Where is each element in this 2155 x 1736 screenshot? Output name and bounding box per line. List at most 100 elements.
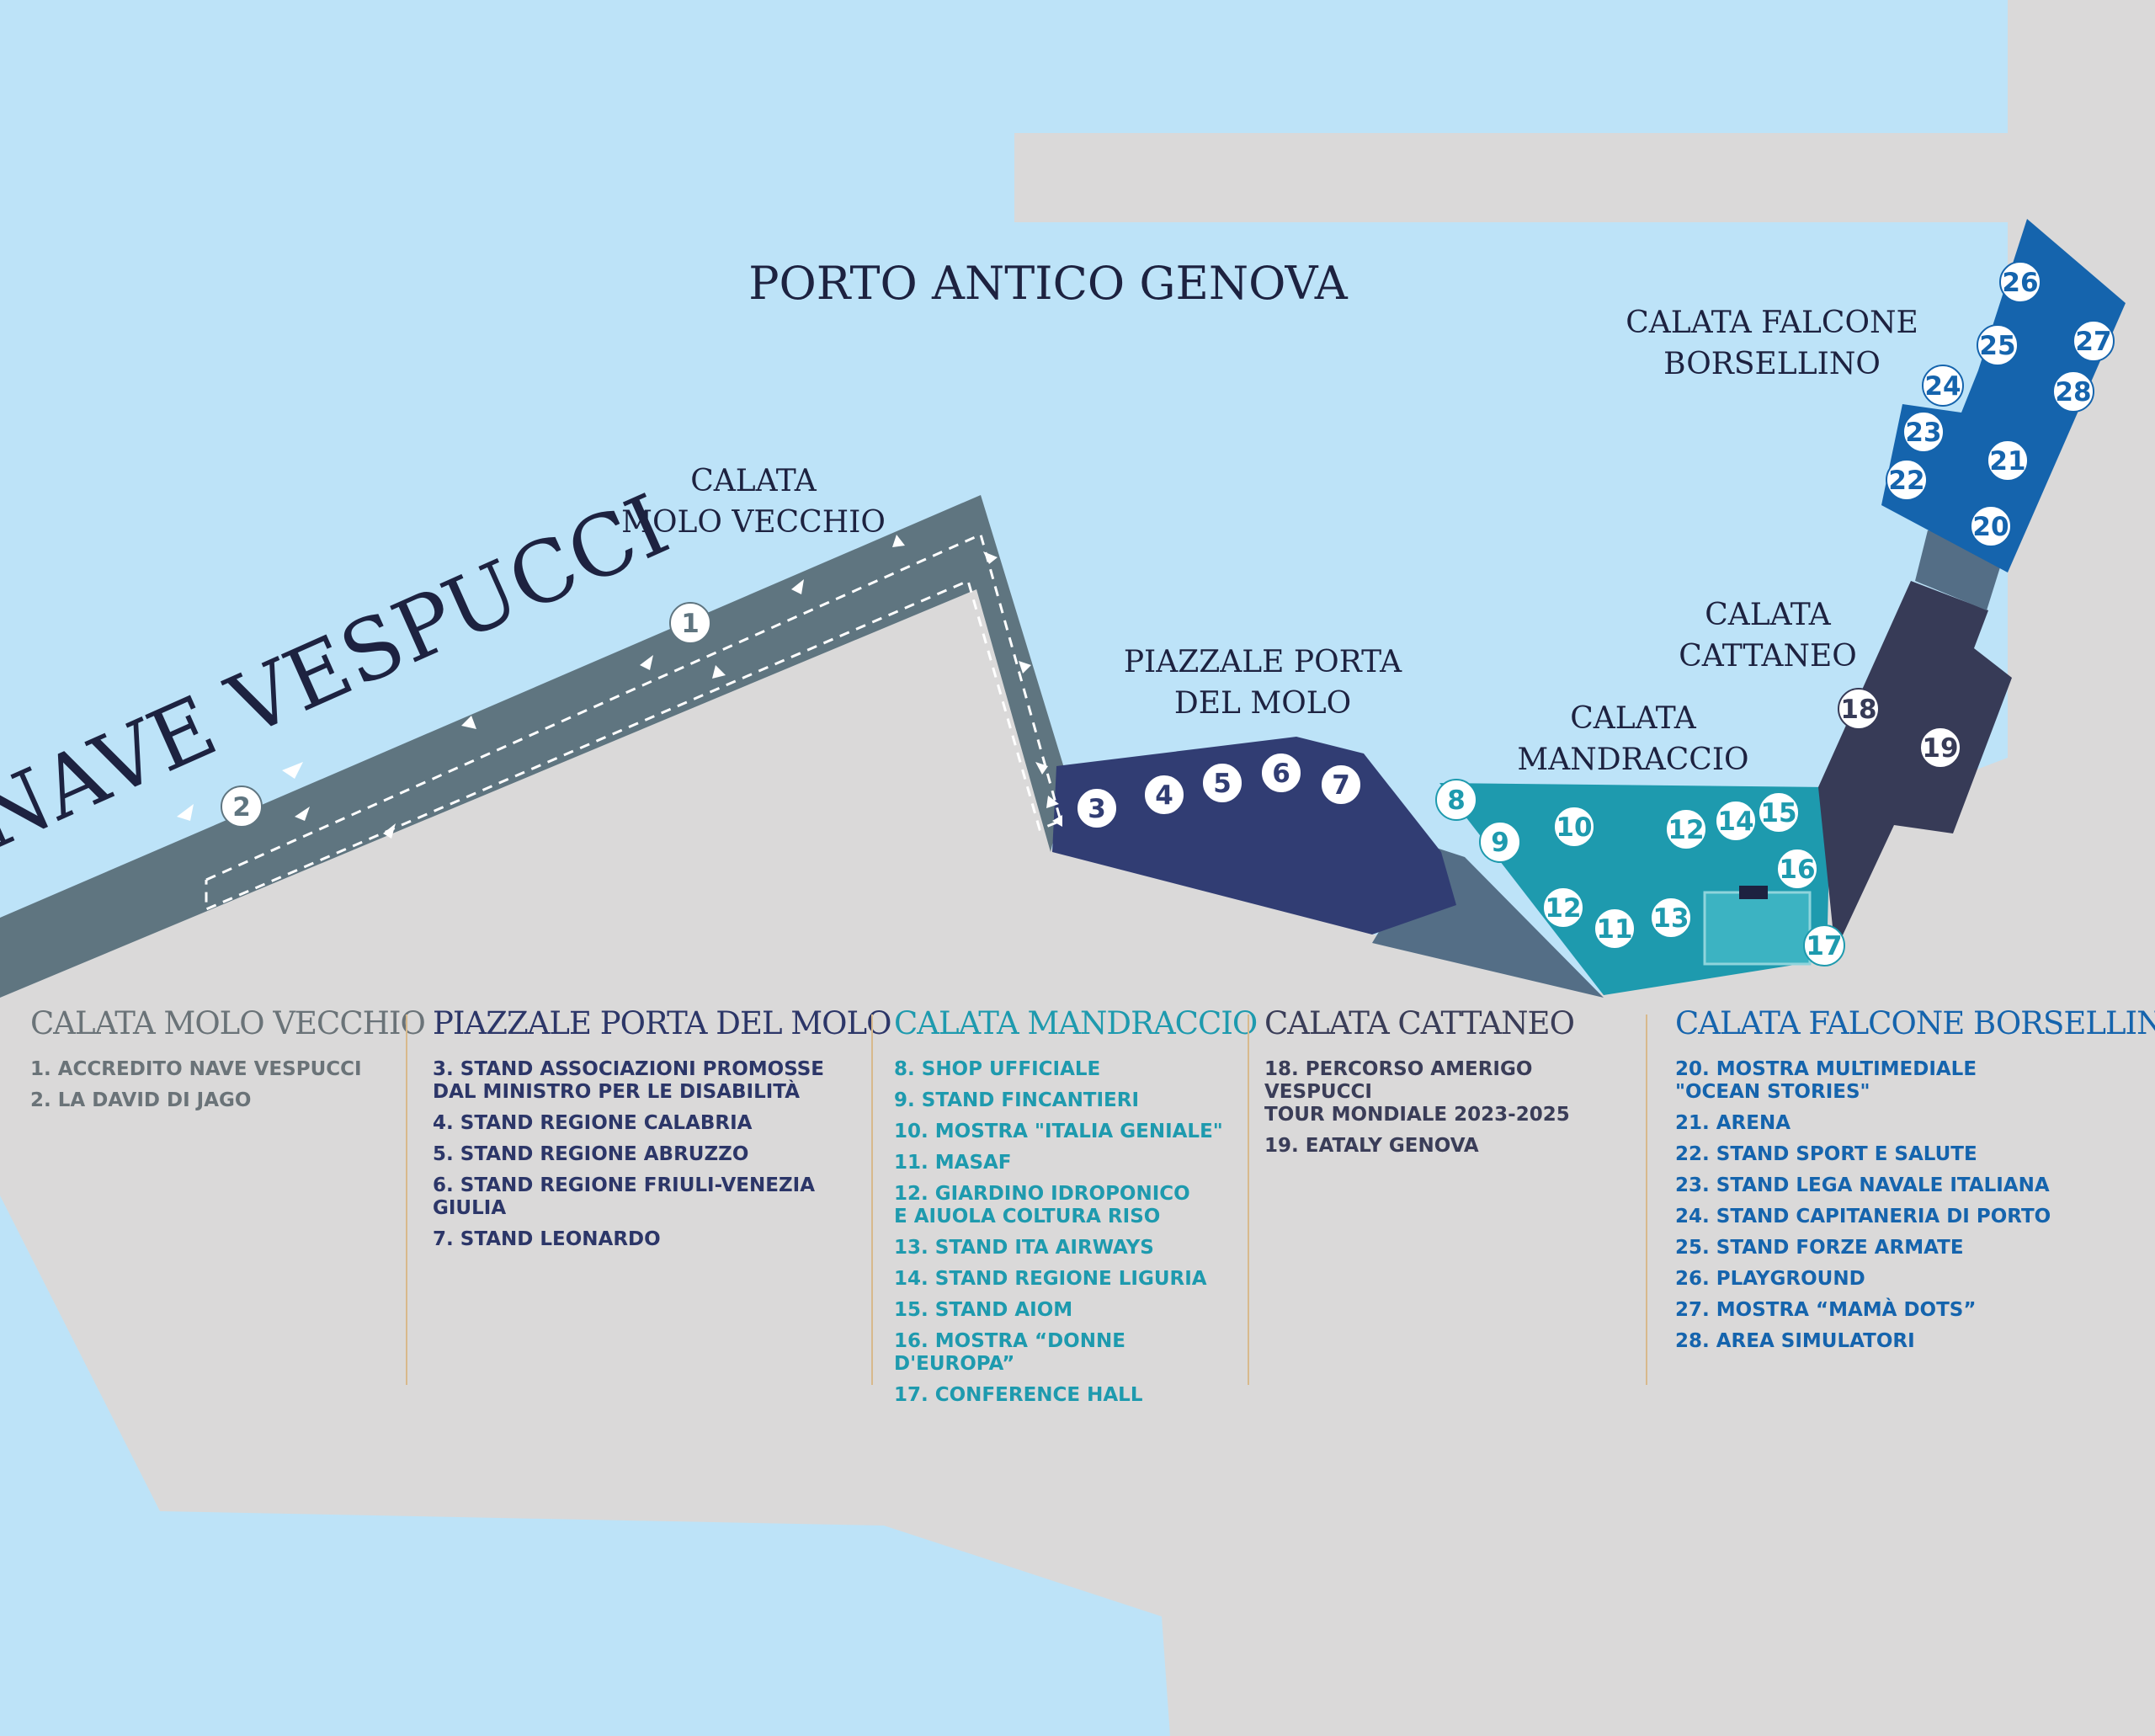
map-marker-12[interactable]: 12	[1542, 887, 1584, 929]
marker-circle	[1838, 688, 1880, 730]
map-marker-13[interactable]: 13	[1650, 897, 1692, 939]
map-marker-21[interactable]: 21	[1987, 439, 2029, 482]
map-marker-20[interactable]: 20	[1970, 505, 2012, 547]
marker-number: 22	[1888, 466, 1924, 496]
map-title: PORTO ANTICO GENOVA	[748, 257, 1349, 310]
map-marker-27[interactable]: 27	[2073, 320, 2115, 362]
map-marker-7[interactable]: 7	[1320, 764, 1362, 806]
legend-list: 20. MOSTRA MULTIMEDIALE "OCEAN STORIES" …	[1675, 1058, 2147, 1353]
path-arrow	[1035, 762, 1048, 775]
marker-circle	[221, 785, 263, 828]
map-marker-23[interactable]: 23	[1902, 411, 1945, 453]
marker-circle	[1919, 727, 1961, 769]
legend-item: 7. STAND LEONARDO	[433, 1228, 661, 1250]
map-marker-3[interactable]: 3	[1076, 787, 1118, 829]
map-marker-18[interactable]: 18	[1838, 688, 1880, 730]
marker-circle	[1886, 459, 1928, 501]
legend-item: 9. STAND FINCANTIERI	[894, 1089, 1140, 1111]
label-molo-vecchio-line1: CALATA	[690, 464, 817, 498]
path-arrow	[282, 762, 303, 779]
map-marker-15[interactable]: 15	[1758, 791, 1800, 833]
legend-item: 16. MOSTRA “DONNE D'EUROPA”	[894, 1330, 1125, 1375]
marker-number: 16	[1779, 855, 1815, 885]
map-marker-9[interactable]: 9	[1479, 821, 1521, 863]
map-marker-2[interactable]: 2	[221, 785, 263, 828]
marker-circle	[2052, 370, 2094, 413]
marker-circle	[1143, 774, 1185, 816]
marker-circle	[1970, 505, 2012, 547]
marker-number: 17	[1806, 931, 1842, 961]
map-marker-1[interactable]: 1	[669, 602, 711, 644]
legend-list: 18. PERCORSO AMERIGO VESPUCCI TOUR MONDI…	[1264, 1058, 1635, 1158]
legend-divider	[1248, 1014, 1249, 1385]
marker-circle	[669, 602, 711, 644]
path-arrow	[1052, 815, 1062, 827]
legend-list: 8. SHOP UFFICIALE 9. STAND FINCANTIERI 1…	[894, 1058, 1231, 1407]
map-marker-19[interactable]: 19	[1919, 727, 1961, 769]
legend-title: CALATA CATTANEO	[1264, 1005, 1575, 1041]
legend-item: 25. STAND FORZE ARMATE	[1675, 1237, 1964, 1259]
legend-item: 4. STAND REGIONE CALABRIA	[433, 1112, 753, 1134]
marker-circle	[1715, 800, 1757, 842]
path-arrow	[892, 535, 905, 547]
map-marker-24[interactable]: 24	[1922, 365, 1964, 407]
map-marker-16[interactable]: 16	[1776, 848, 1818, 890]
marker-number: 28	[2055, 377, 2091, 407]
legend-mandraccio: CALATA MANDRACCIO 8. SHOP UFFICIALE 9. S…	[894, 1005, 1258, 1415]
label-falcone-line2: BORSELLINO	[1663, 347, 1881, 381]
marker-number: 9	[1491, 828, 1509, 858]
marker-circle	[1594, 908, 1636, 950]
legend-item: 2. LA DAVID DI JAGO	[30, 1089, 252, 1111]
zone-cattaneo	[1818, 581, 2012, 951]
marker-circle	[1977, 324, 2019, 366]
marker-circle	[2073, 320, 2115, 362]
legend-item: 8. SHOP UFFICIALE	[894, 1058, 1101, 1080]
legend-list: 1. ACCREDITO NAVE VESPUCCI 2. LA DAVID D…	[30, 1058, 409, 1112]
marker-number: 14	[1717, 807, 1753, 837]
map-marker-11[interactable]: 11	[1594, 908, 1636, 950]
marker-number: 11	[1596, 914, 1632, 945]
map-marker-26[interactable]: 26	[1999, 261, 2041, 303]
legend-item: 3. STAND ASSOCIAZIONI PROMOSSE DAL MINIS…	[433, 1058, 825, 1103]
legend-title: CALATA FALCONE BORSELLINO	[1675, 1005, 2155, 1041]
marker-number: 12	[1668, 815, 1704, 845]
marker-circle	[1902, 411, 1945, 453]
marker-number: 3	[1088, 794, 1106, 824]
marker-number: 5	[1213, 769, 1232, 799]
marker-circle	[1320, 764, 1362, 806]
map-marker-10[interactable]: 10	[1553, 806, 1595, 848]
legend-divider	[1646, 1014, 1647, 1385]
label-molo-vecchio-line2: MOLO VECCHIO	[621, 505, 886, 540]
map-marker-6[interactable]: 6	[1260, 752, 1302, 794]
legend-item: 28. AREA SIMULATORI	[1675, 1330, 1915, 1352]
marker-number: 18	[1840, 695, 1876, 725]
path-arrow	[383, 823, 396, 839]
marker-circle	[1922, 365, 1964, 407]
map-marker-17[interactable]: 17	[1803, 924, 1845, 967]
map-marker-8[interactable]: 8	[1435, 779, 1477, 821]
map-marker-28[interactable]: 28	[2052, 370, 2094, 413]
map-marker-4[interactable]: 4	[1143, 774, 1185, 816]
path-arrows	[177, 535, 1062, 839]
legend-divider	[406, 1014, 407, 1385]
map-marker-14[interactable]: 14	[1715, 800, 1757, 842]
path-arrow	[791, 579, 804, 594]
path-arrow	[177, 804, 194, 821]
map-marker-25[interactable]: 25	[1977, 324, 2019, 366]
legend-item: 20. MOSTRA MULTIMEDIALE "OCEAN STORIES"	[1675, 1058, 1977, 1103]
marker-number: 23	[1905, 418, 1941, 448]
marker-number: 1	[681, 609, 700, 639]
legend-item: 11. MASAF	[894, 1152, 1012, 1174]
legend-item: 23. STAND LEGA NAVALE ITALIANA	[1675, 1174, 2050, 1196]
map-marker-12[interactable]: 12	[1665, 808, 1707, 850]
marker-number: 13	[1652, 903, 1689, 934]
marker-circle	[1201, 762, 1243, 804]
legend-item: 5. STAND REGIONE ABRUZZO	[433, 1143, 749, 1165]
label-mandraccio-line1: CALATA	[1570, 701, 1697, 736]
zone-molo-vecchio	[0, 495, 1067, 998]
legend-item: 1. ACCREDITO NAVE VESPUCCI	[30, 1058, 362, 1080]
map-marker-22[interactable]: 22	[1886, 459, 1928, 501]
map-marker-5[interactable]: 5	[1201, 762, 1243, 804]
land-strip-top	[1014, 133, 2008, 222]
